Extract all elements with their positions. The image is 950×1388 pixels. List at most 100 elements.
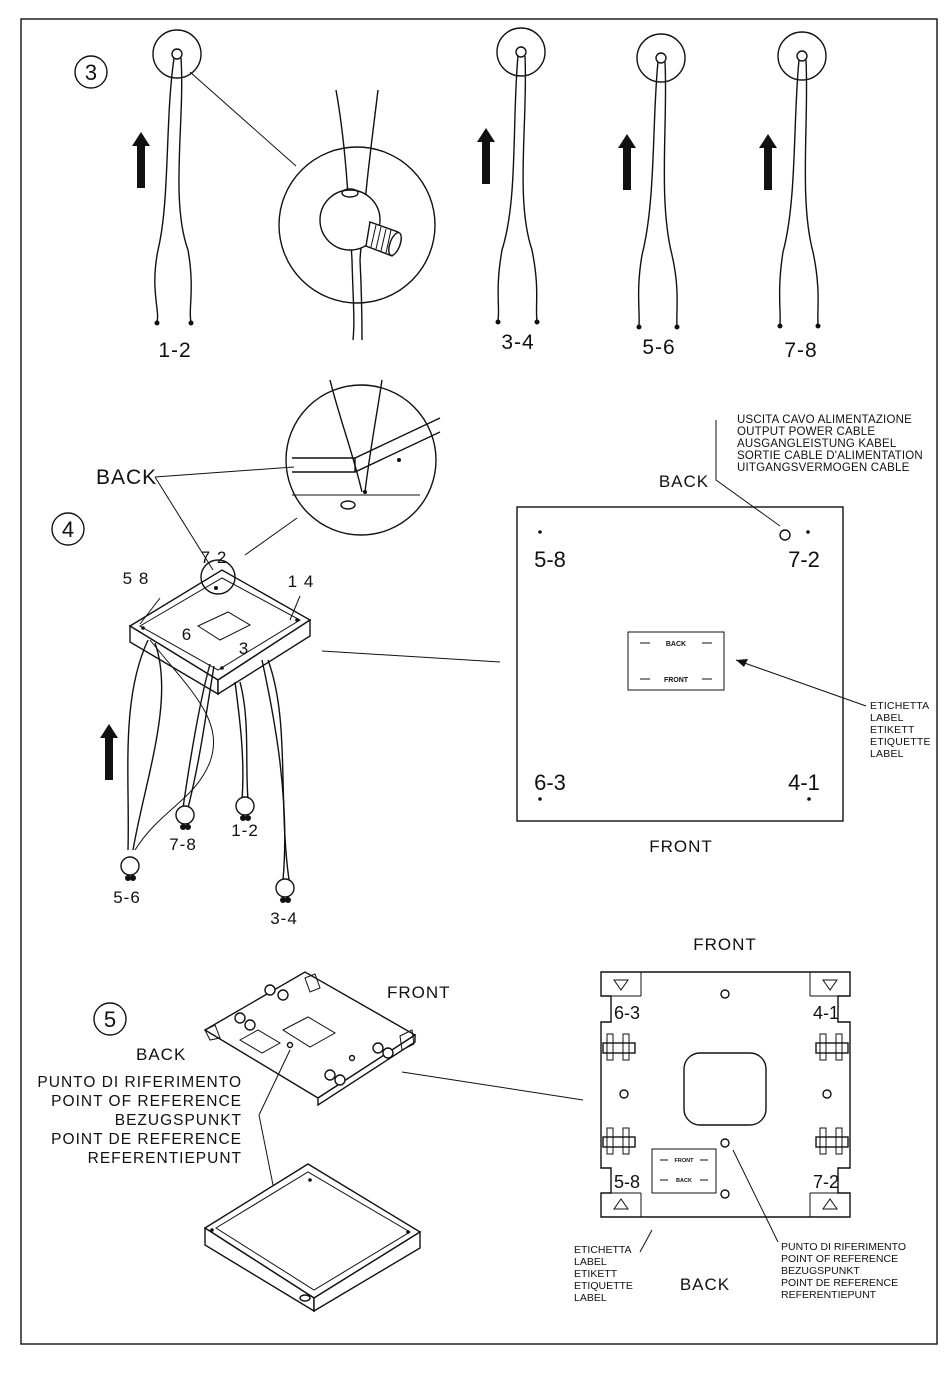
leader-line — [715, 420, 781, 527]
step-number: 4 — [62, 517, 74, 542]
corner-label: 6 — [182, 625, 192, 644]
page-frame — [20, 18, 938, 1345]
center-opening — [683, 1052, 767, 1126]
hook-icon — [275, 878, 295, 898]
step-number-circle — [51, 512, 85, 546]
triangle-down-icon — [613, 979, 629, 991]
svg-text:ETIKETT: ETIKETT — [574, 1268, 618, 1280]
svg-text:LABEL: LABEL — [574, 1256, 607, 1268]
cable-assembly-7-8: 7-8 — [759, 31, 827, 362]
leader-line — [732, 1149, 779, 1243]
hook-icon — [235, 796, 255, 816]
hook-label: 7-8 — [169, 835, 197, 854]
svg-text:ETICHETTA: ETICHETTA — [870, 700, 929, 712]
svg-text:ETIQUETTE: ETIQUETTE — [574, 1280, 633, 1292]
cable-label: 5-6 — [642, 336, 675, 359]
cable-label: 1-2 — [158, 339, 191, 362]
plate-box-lower — [203, 1163, 422, 1313]
svg-text:BEZUGSPUNKT: BEZUGSPUNKT — [781, 1265, 860, 1277]
plate-top-view: BACK USCITA CAVO ALIMENTAZIONE OUTPUT PO… — [516, 414, 931, 856]
svg-text:ETIQUETTE: ETIQUETTE — [870, 736, 931, 748]
svg-text:BACK: BACK — [676, 1178, 692, 1184]
hook-1-2: 1-2 — [231, 796, 258, 840]
hole-icon — [341, 188, 359, 198]
cable-hole-icon — [779, 529, 791, 541]
leader-line — [639, 1229, 653, 1253]
zoom-circle — [278, 146, 436, 304]
step-number: 5 — [104, 1007, 116, 1032]
detail-circle — [200, 559, 236, 595]
svg-text:FRONT: FRONT — [664, 677, 689, 684]
label-callout-text: ETICHETTA LABEL ETIKETT ETIQUETTE LABEL — [574, 1244, 633, 1304]
label-callout-text: ETICHETTA LABEL ETIKETT ETIQUETTE LABEL — [870, 700, 931, 760]
plate-back-label: BACK — [659, 472, 709, 491]
corner-label: 5 8 — [123, 569, 150, 588]
clamp-icon — [602, 1127, 636, 1155]
step-number-circle — [93, 1002, 127, 1036]
reference-callout-text: PUNTO DI RIFERIMENTO POINT OF REFERENCE … — [781, 1241, 906, 1301]
svg-text:UITGANGSVERMOGEN CABLE: UITGANGSVERMOGEN CABLE — [737, 462, 910, 474]
triangle-up-icon — [822, 1198, 838, 1210]
clamp-icon — [815, 1033, 849, 1061]
arrow-up-icon — [618, 134, 636, 190]
leader-line — [244, 517, 298, 556]
svg-text:ETIKETT: ETIKETT — [870, 724, 915, 736]
svg-text:LABEL: LABEL — [574, 1292, 607, 1304]
arrow-up-icon — [132, 132, 150, 188]
bracket-top-view: FRONT 6-3 4-1 5-8 7-2 — [574, 935, 906, 1304]
corner-label: 6-3 — [614, 1003, 640, 1023]
svg-text:POINT DE REFERENCE: POINT DE REFERENCE — [51, 1131, 242, 1148]
back-label: BACK — [96, 466, 157, 489]
svg-text:PUNTO DI RIFERIMENTO: PUNTO DI RIFERIMENTO — [37, 1074, 242, 1091]
hole-icon — [796, 50, 808, 62]
arrow-up-icon — [100, 724, 118, 780]
cable-assembly-3-4: 3-4 — [477, 27, 546, 354]
svg-text:LABEL: LABEL — [870, 712, 904, 724]
reference-point-text: PUNTO DI RIFERIMENTO POINT OF REFERENCE … — [37, 1074, 242, 1167]
hanging-cables — [127, 639, 290, 881]
label-sticker: BACK FRONT — [627, 631, 725, 691]
corner-label: 4-1 — [788, 770, 820, 795]
leader-line — [154, 476, 214, 571]
back-label: BACK — [136, 1045, 186, 1064]
svg-text:PUNTO DI RIFERIMENTO: PUNTO DI RIFERIMENTO — [781, 1241, 906, 1253]
hook-label: 5-6 — [113, 888, 141, 907]
corner-label: 1 4 — [288, 572, 315, 591]
svg-text:OUTPUT POWER CABLE: OUTPUT POWER CABLE — [737, 426, 875, 438]
plate-outline — [516, 506, 844, 822]
corner-label: 7 2 — [201, 548, 228, 567]
hook-icon — [175, 805, 195, 825]
leader-line — [735, 659, 867, 707]
svg-text:POINT OF REFERENCE: POINT OF REFERENCE — [781, 1253, 898, 1265]
clamp-icon — [815, 1127, 849, 1155]
step-5: 5 FRONT BACK PUNTO DI RIFERIMENTO POINT … — [37, 935, 906, 1313]
hook-3-4: 3-4 — [270, 878, 298, 928]
step-number-circle — [74, 55, 108, 89]
corner-label: 5-8 — [534, 547, 566, 572]
cable-label: 3-4 — [501, 331, 534, 354]
hole-icon — [340, 500, 356, 510]
output-cable-text: USCITA CAVO ALIMENTAZIONE OUTPUT POWER C… — [737, 414, 923, 474]
svg-text:BEZUGSPUNKT: BEZUGSPUNKT — [115, 1112, 242, 1129]
leader-line — [189, 71, 297, 167]
triangle-up-icon — [613, 1198, 629, 1210]
hole-icon — [515, 46, 527, 58]
svg-text:SORTIE CABLE D'ALIMENTATION: SORTIE CABLE D'ALIMENTATION — [737, 450, 923, 462]
corner-label: 4-1 — [813, 1003, 839, 1023]
plate-box: 7 2 5 8 1 4 6 3 — [123, 548, 315, 696]
step-3: 3 1-2 — [74, 27, 827, 362]
arrow-up-icon — [477, 128, 495, 184]
connector-zoom-detail — [189, 71, 436, 341]
leader-line — [321, 650, 501, 663]
hook-icon — [120, 856, 140, 876]
svg-text:LABEL: LABEL — [870, 748, 904, 760]
label-sticker — [196, 611, 252, 641]
corner-zoom-detail — [244, 379, 441, 556]
svg-text:AUSGANGLEISTUNG KABEL: AUSGANGLEISTUNG KABEL — [737, 438, 897, 450]
leader-line — [258, 1049, 291, 1116]
hook-label: 3-4 — [270, 909, 298, 928]
step-number: 3 — [85, 60, 97, 85]
svg-text:REFERENTIEPUNT: REFERENTIEPUNT — [88, 1150, 242, 1167]
